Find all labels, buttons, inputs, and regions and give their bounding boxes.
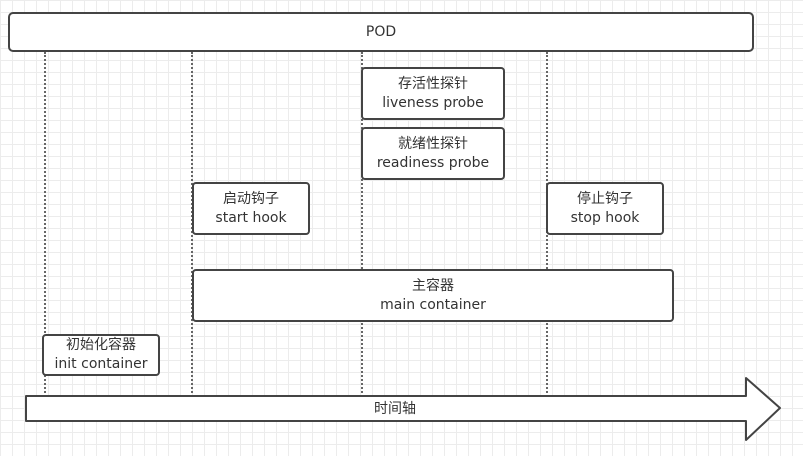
start-hook-en: start hook (215, 209, 287, 226)
init-container-en: init container (54, 356, 148, 372)
pod-label: POD (365, 23, 397, 40)
stop-hook-box: 停止钩子 stop hook (546, 182, 664, 235)
timeline-label: 时间轴 (374, 401, 416, 417)
pod-box: POD (8, 12, 754, 52)
init-container-box: 初始化容器 init container (42, 334, 160, 376)
init-container-zh: 初始化容器 (66, 337, 136, 353)
readiness-probe-en: readiness probe (376, 154, 490, 171)
liveness-probe-zh: 存活性探针 (398, 75, 468, 92)
main-container-box: 主容器 main container (192, 269, 674, 322)
main-container-en: main container (380, 296, 486, 313)
liveness-probe-en: liveness probe (382, 94, 484, 111)
guide-line-probes (361, 52, 363, 400)
stop-hook-en: stop hook (570, 209, 640, 226)
guide-line-init (44, 52, 46, 400)
timeline-arrow-shape (25, 377, 781, 441)
start-hook-box: 启动钩子 start hook (192, 182, 310, 235)
liveness-probe-box: 存活性探针 liveness probe (361, 67, 505, 120)
readiness-probe-box: 就绪性探针 readiness probe (361, 127, 505, 180)
stop-hook-zh: 停止钩子 (577, 190, 633, 207)
main-container-zh: 主容器 (412, 277, 454, 294)
readiness-probe-zh: 就绪性探针 (398, 135, 468, 152)
start-hook-zh: 启动钩子 (223, 190, 279, 207)
